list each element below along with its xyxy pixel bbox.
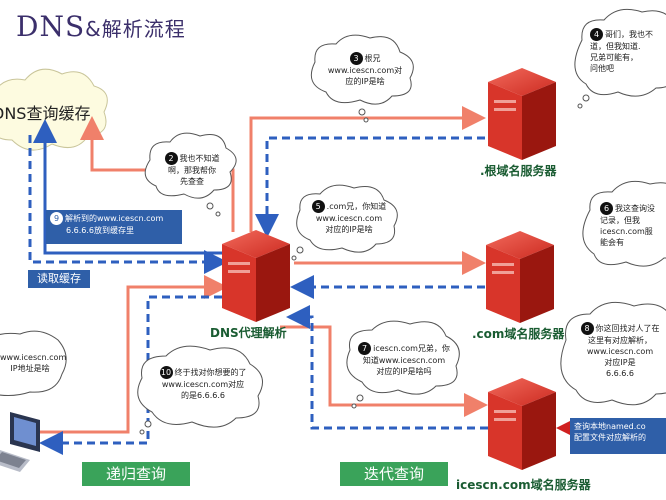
arrow-proxy-to-root: [249, 106, 486, 232]
com-server-icon: [486, 231, 554, 323]
cache-label: DNS查询缓存: [0, 104, 91, 123]
step9-line1: 解析到的www.icescn.com: [65, 214, 164, 223]
icescn-server-icon: [488, 378, 556, 470]
root-server-label: .根域名服务器: [480, 164, 557, 178]
local-line2: 配置文件对应解析的: [574, 433, 646, 442]
step-number-3: 3: [349, 52, 363, 65]
step-number-5: 5: [311, 200, 325, 213]
icescn-server-label: icescn.com域名服务器: [456, 478, 591, 492]
step-number-10: 10: [159, 366, 173, 379]
step-number-6: 6: [600, 202, 613, 215]
proxy-server-icon: [222, 230, 290, 322]
client-computer-icon: [0, 412, 40, 472]
step-number-8: 8: [580, 322, 594, 335]
local-line1: 查询本地named.co: [574, 422, 646, 431]
bubble-7: [346, 320, 460, 395]
cache-arrows: [28, 119, 228, 274]
step-number-2: 2: [164, 152, 178, 165]
bubble-3: [310, 34, 414, 105]
read-cache-label: 读取缓存: [28, 270, 90, 288]
page-title: DNS&解析流程: [16, 10, 186, 43]
arrow-root-to-proxy: [255, 136, 485, 238]
arrow-cache-read: [28, 135, 228, 274]
com-server-label: .com域名服务器: [472, 327, 565, 341]
recursive-query-label: 递归查询: [82, 462, 190, 486]
iterative-query-label: 迭代查询: [340, 462, 448, 486]
step-number-4: 4: [590, 28, 603, 41]
proxy-server-label: DNS代理解析: [210, 326, 287, 340]
arrow-client-to-proxy: [40, 275, 228, 434]
arrow-proxy-to-cache-store: [33, 119, 222, 255]
bubble-2: [144, 132, 237, 199]
root-server-icon: [488, 68, 556, 160]
bubble-client: [0, 330, 67, 396]
step-number-7: 7: [358, 342, 372, 355]
step-number-9: 9: [50, 212, 63, 225]
step9-line2: 6.6.6.6放到缓存里: [66, 226, 134, 235]
local-config-note: 查询本地named.co 配置文件对应解析的: [570, 418, 666, 454]
